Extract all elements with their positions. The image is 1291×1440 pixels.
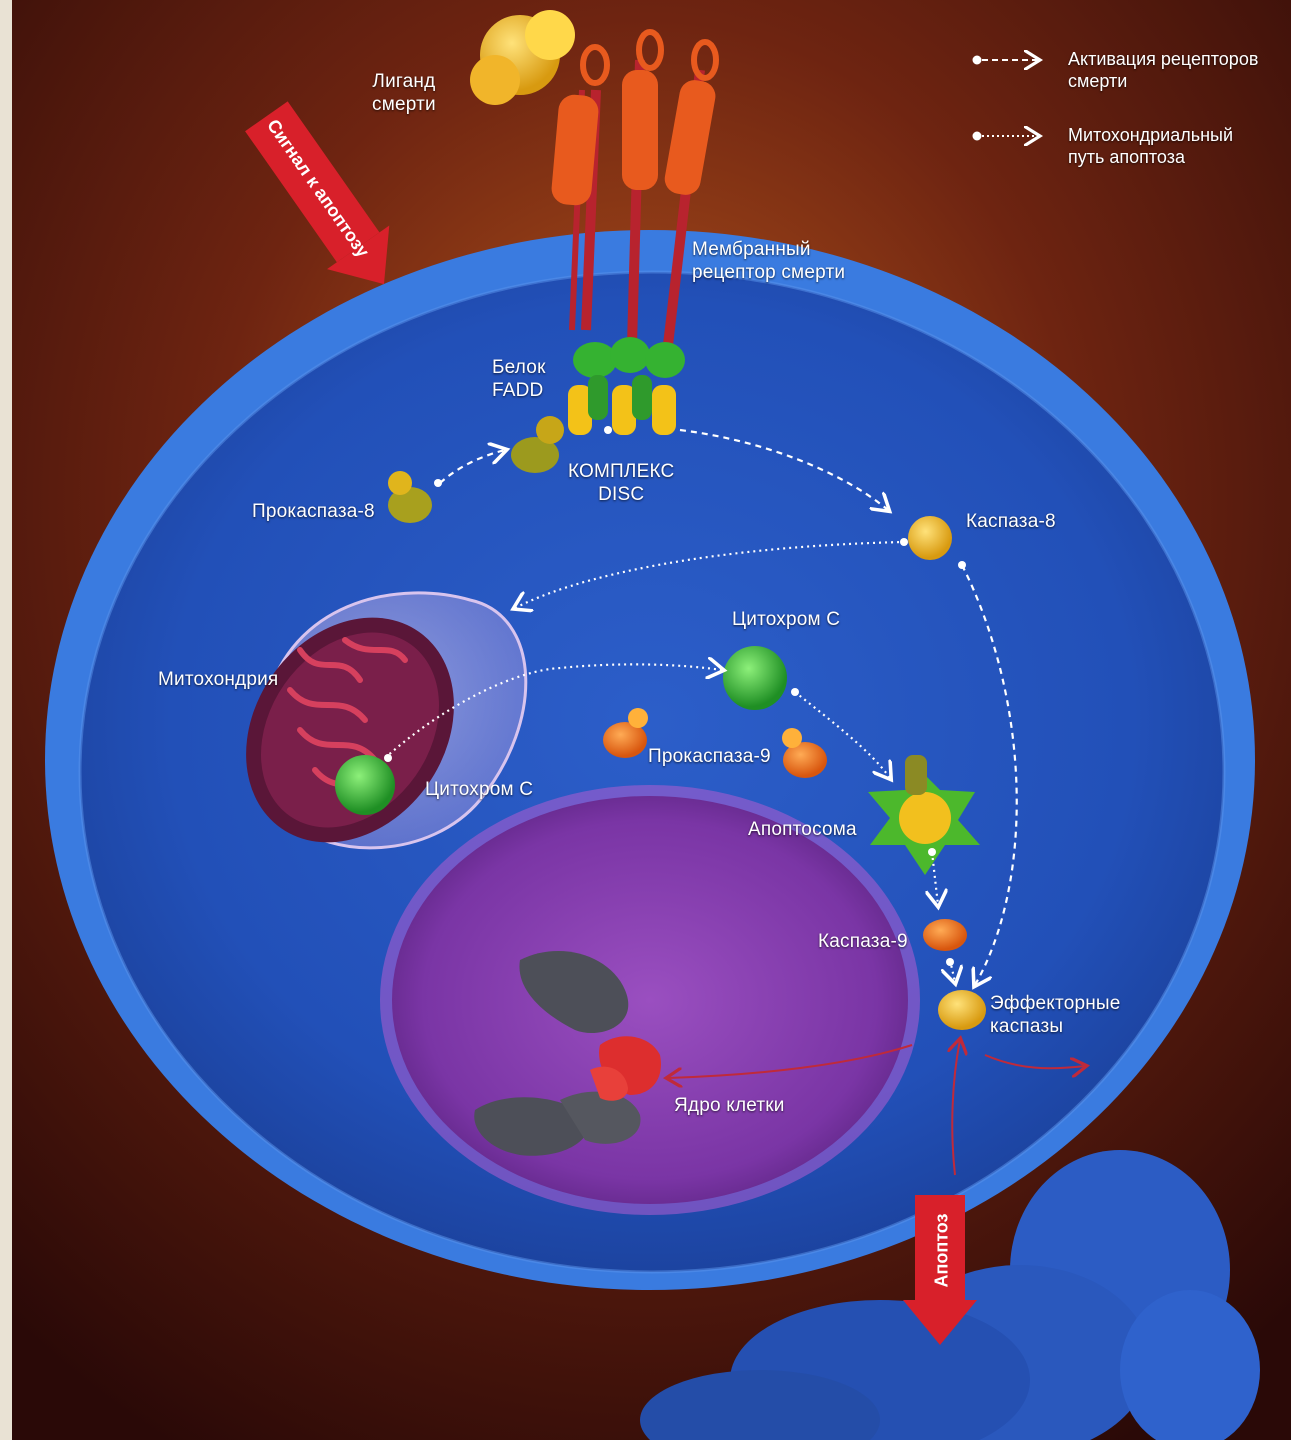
label-apoptosome: Апоптосома [748, 818, 857, 841]
disc-complex [568, 337, 685, 435]
legend-label: Активация рецепторов смерти [1068, 48, 1258, 92]
caspase8-molecule [908, 516, 952, 560]
label-death-ligand: Лиганд смерти [372, 70, 436, 116]
page-margin [0, 0, 12, 1440]
label-procaspase9: Прокаспаза-9 [648, 745, 771, 768]
effector-caspases-molecule [938, 990, 986, 1030]
label-nucleus: Ядро клетки [674, 1094, 785, 1117]
label-procaspase8: Прокаспаза-8 [252, 500, 375, 523]
label-caspase8: Каспаза-8 [966, 510, 1056, 533]
label-mitochondria: Митохондрия [158, 668, 278, 691]
legend-label: Митохондриальный путь апоптоза [1068, 124, 1233, 168]
caspase9-molecule [923, 919, 967, 951]
label-disc-complex: КОМПЛЕКС DISC [568, 460, 674, 506]
legend-item-mitochondrial-pathway: Митохондриальный путь апоптоза [1060, 124, 1233, 168]
label-caspase9: Каспаза-9 [818, 930, 908, 953]
label-fadd: Белок FADD [492, 356, 546, 402]
label-cytochrome-c-mito: Цитохром С [425, 778, 533, 801]
label-effector-caspases: Эффекторные каспазы [990, 992, 1121, 1038]
nucleus [380, 785, 920, 1215]
cytochrome-c-molecule [723, 646, 787, 710]
label-cytochrome-c-top: Цитохром С [732, 608, 840, 631]
cytochrome-c-mito-molecule [335, 755, 395, 815]
label-membrane-receptor: Мембранный рецептор смерти [692, 238, 845, 284]
apoptosis-arrow-label: Апоптоз [932, 1213, 953, 1287]
legend-item-death-receptor-activation: Активация рецепторов смерти [1060, 48, 1258, 92]
